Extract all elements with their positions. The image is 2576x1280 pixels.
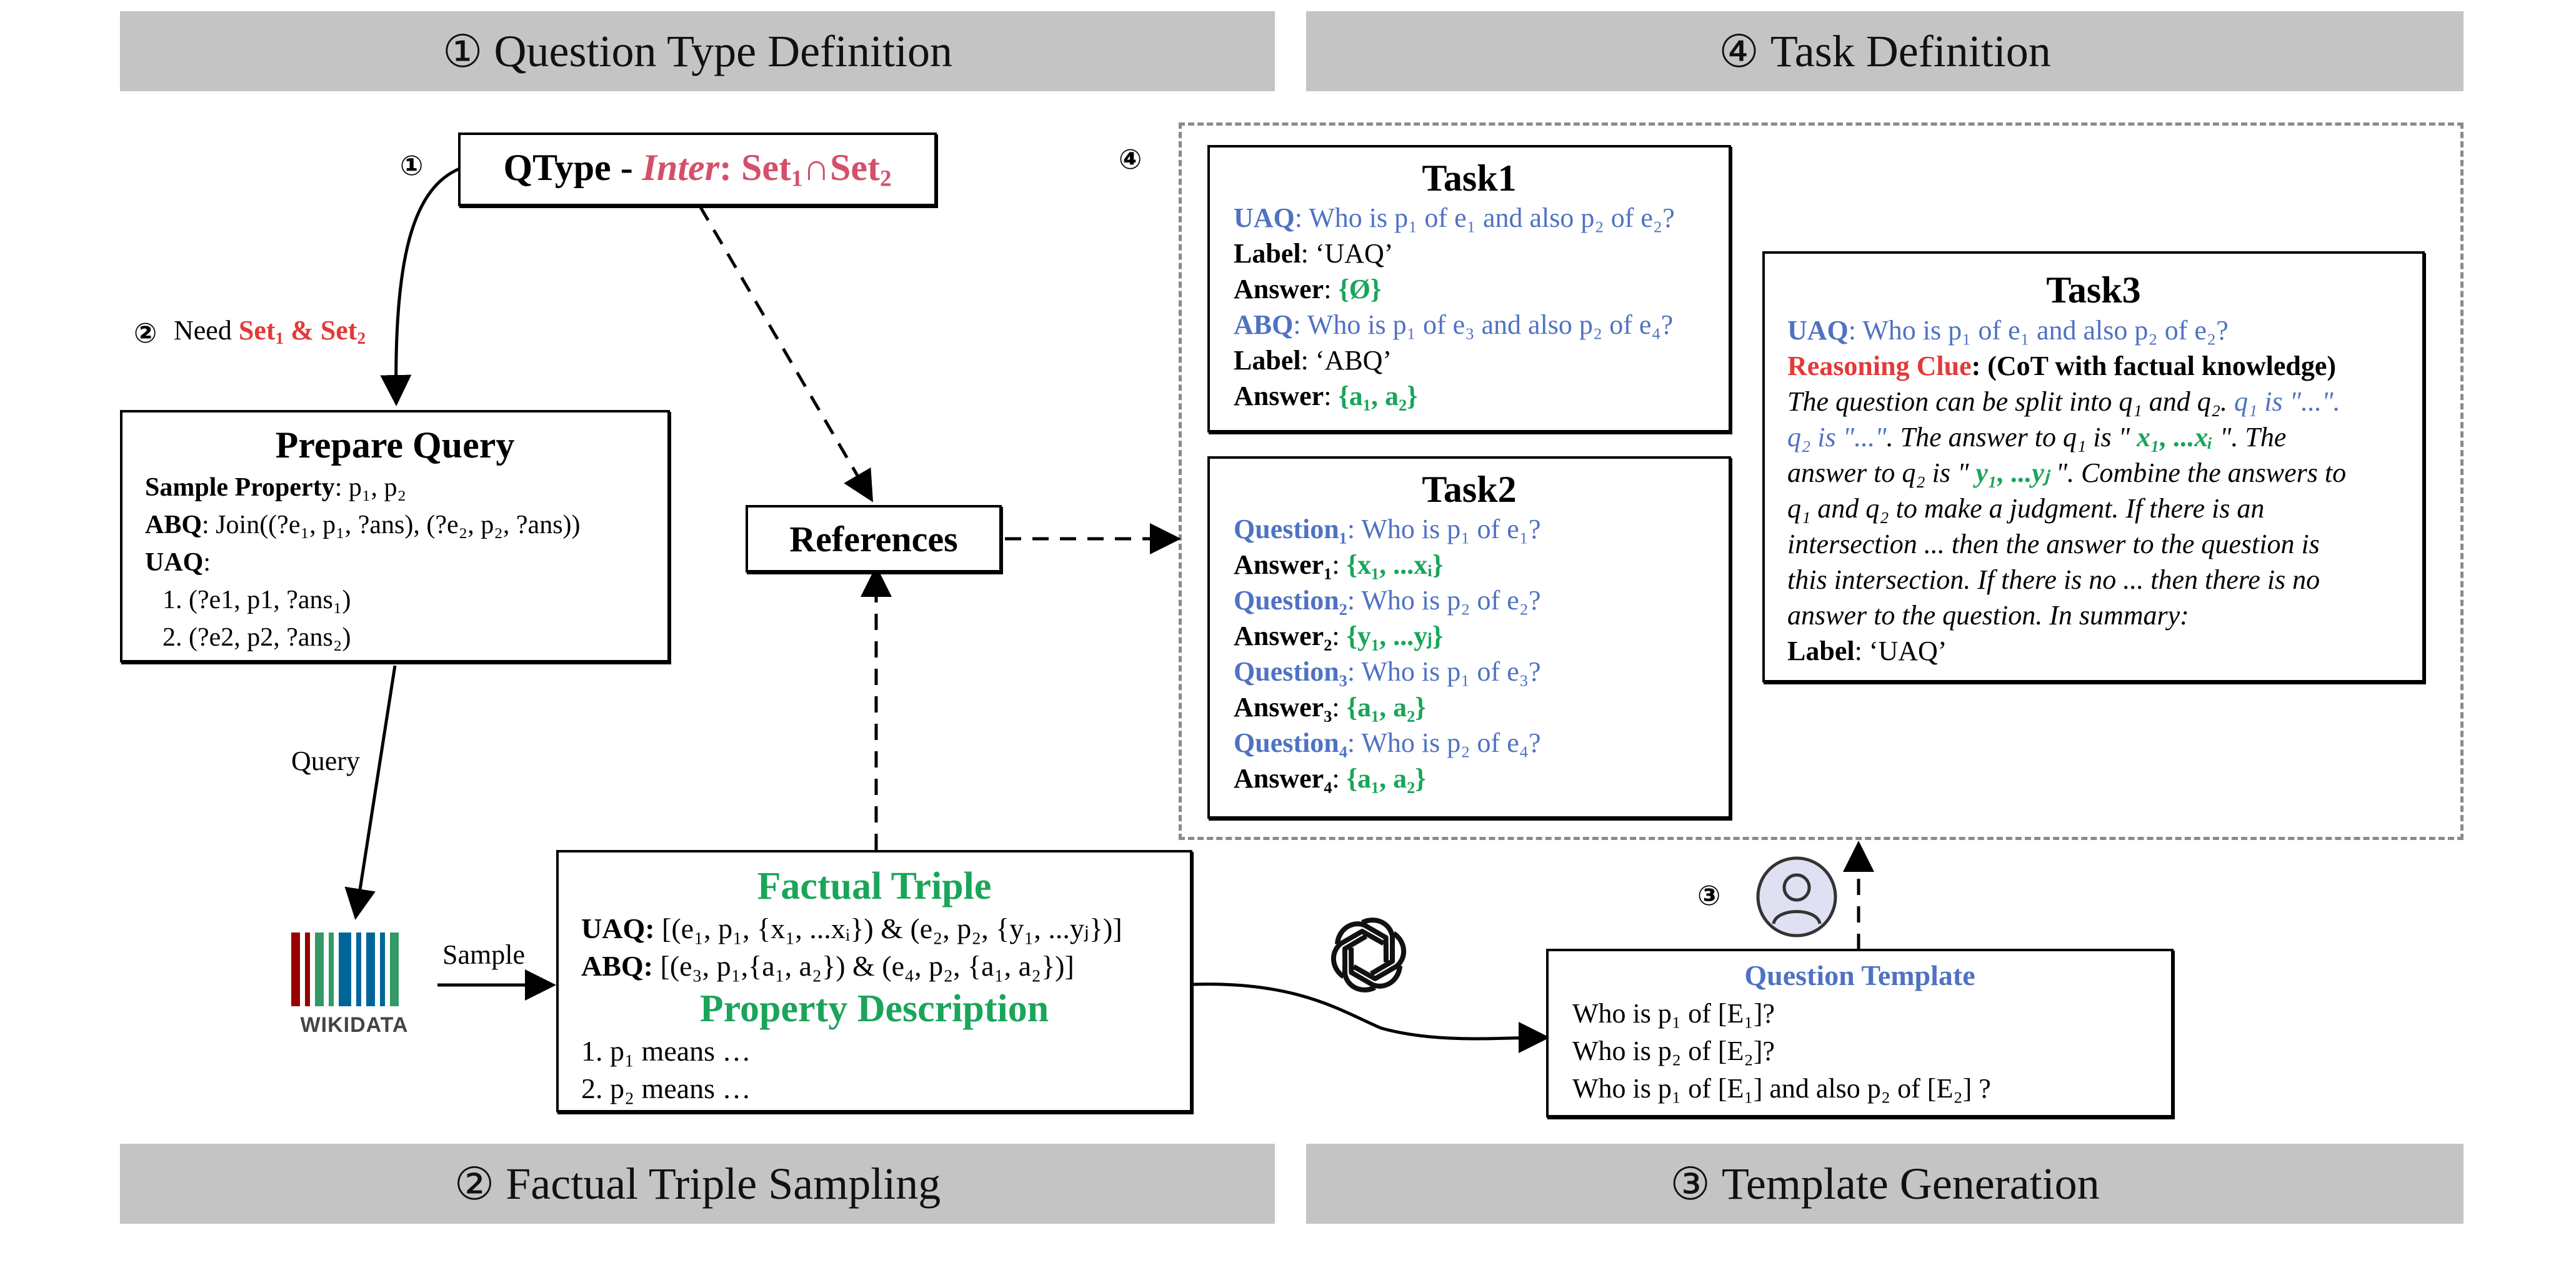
wikidata-bar	[315, 932, 324, 1006]
banner-label: Template Generation	[1721, 1158, 2100, 1209]
annotator-avatar-icon	[1756, 856, 1837, 938]
task3-uaq: UAQ: Who is p₁ of e₁ and also p₂ of e₂?	[1787, 315, 2229, 346]
wikidata-barcode-icon	[291, 932, 399, 1006]
sample-label: Sample	[442, 939, 525, 970]
step-3-badge: ③	[1670, 1159, 1710, 1209]
uaq-query-2: 2. (?e2, p2, ?ans₂)	[162, 623, 351, 652]
task1-abq: ABQ: Who is p₁ of e₃ and also p₂ of e₄?	[1234, 309, 1674, 340]
qtype-inter: Inter	[642, 147, 720, 189]
task2-row-4: Question₄: Who is p₂ of e₄? Answer₄: {a₁…	[1234, 728, 1541, 794]
arrow-qtype-to-prepare	[380, 167, 460, 406]
prepare-query-box: Prepare Query Sample Property: p₁, p₂ AB…	[120, 410, 670, 662]
qtype-prefix: QType -	[503, 147, 642, 189]
arrow-qtype-to-references	[698, 205, 874, 502]
marker-2: ②	[134, 318, 157, 349]
factual-triple-box: Factual Triple UAQ: [(e₁, p₁, {x₁, ...xᵢ…	[556, 850, 1192, 1112]
question-template-title: Question Template	[1744, 959, 1975, 991]
abq-query-line: ABQ: Join((?e₁, p₁, ?ans), (?e₂, p₂, ?an…	[145, 511, 581, 539]
factual-abq-line: ABQ: [(e₃, p₁,{a₁, a₂}) & (e₄, p₂, {a₁, …	[581, 950, 1074, 982]
template-line-3: Who is p₁ of [E₁] and also p₂ of [E₂] ?	[1572, 1073, 1991, 1104]
uaq-query-line: UAQ:	[145, 548, 211, 577]
task1-box: Task1 UAQ: Who is p₁ of e₁ and also p₂ o…	[1207, 145, 1731, 432]
factual-uaq-line: UAQ: [(e₁, p₁, {x₁, ...xᵢ}) & (e₂, p₂, {…	[581, 912, 1122, 944]
task2-row-2: Question₂: Who is p₂ of e₂? Answer₂: {y₁…	[1234, 585, 1541, 651]
task2-title: Task2	[1422, 469, 1517, 510]
qtype-colon: :	[719, 147, 742, 189]
task3-text-3: answer to q₂ is " y₁, ...yⱼ ". Combine t…	[1787, 458, 2347, 488]
banner-label: Question Type Definition	[494, 26, 953, 76]
task1-label-uaq: Label: ‘UAQ’	[1234, 238, 1394, 269]
banner-label: Task Definition	[1770, 26, 2051, 76]
property-1: 1. p₁ means …	[581, 1035, 751, 1067]
wikidata-bar	[305, 932, 310, 1006]
qtype-intersection: ∩	[802, 147, 830, 189]
qtype-box: QType - Inter: Set1∩Set2	[458, 132, 937, 206]
prepare-query-title: Prepare Query	[275, 424, 515, 466]
qtype-set1: Set	[741, 147, 792, 189]
references-label: References	[789, 518, 958, 559]
task2-row-1: Question₁: Who is p₁ of e₁? Answer₁: {x₁…	[1234, 514, 1541, 580]
template-line-2: Who is p₂ of [E₂]?	[1572, 1036, 1775, 1066]
banner-template-generation: ③ Template Generation	[1306, 1144, 2464, 1224]
wikidata-bar	[329, 932, 334, 1006]
need-sets-label: Need Set1 & Set2	[174, 315, 366, 348]
task3-text-2: q₂ is "...". The answer to q₁ is " x₁, .…	[1787, 422, 2287, 452]
property-description-title: Property Description	[699, 988, 1049, 1030]
task3-title: Task3	[2046, 269, 2141, 311]
sample-property-line: Sample Property: p₁, p₂	[145, 473, 407, 502]
task3-text-6: this intersection. If there is no ... th…	[1787, 564, 2320, 595]
task2-box: Task2 Question₁: Who is p₁ of e₁? Answer…	[1207, 456, 1731, 819]
task3-text-5: intersection ... then the answer to the …	[1787, 529, 2320, 559]
arrow-prepare-to-wikidata	[344, 665, 397, 920]
task3-text-4: q₁ and q₂ to make a judgment. If there i…	[1787, 493, 2265, 524]
question-template-box: Question Template Who is p₁ of [E₁]? Who…	[1546, 949, 2174, 1118]
step-1-badge: ①	[442, 26, 483, 77]
references-box: References	[746, 505, 1002, 572]
task3-label: Label: ‘UAQ’	[1787, 636, 1947, 666]
task1-title: Task1	[1422, 158, 1517, 199]
uaq-query-1: 1. (?e1, p1, ?ans₁)	[162, 586, 351, 614]
banner-task-definition: ④ Task Definition	[1306, 11, 2464, 91]
wikidata-bar	[339, 932, 351, 1006]
step-2-badge: ②	[454, 1159, 495, 1209]
wikidata-bar	[390, 932, 399, 1006]
wikidata-bar	[380, 932, 385, 1006]
step-4-badge: ④	[1719, 26, 1759, 77]
template-line-1: Who is p₁ of [E₁]?	[1572, 998, 1775, 1029]
task-region	[1179, 122, 2464, 840]
task3-reasoning-clue: Reasoning Clue: (CoT with factual knowle…	[1787, 351, 2337, 381]
task3-box: Task3 UAQ: Who is p₁ of e₁ and also p₂ o…	[1762, 251, 2425, 682]
marker-4: ④	[1119, 144, 1142, 176]
wikidata-logo: WIKIDATA	[287, 930, 421, 1037]
task1-answer-uaq: Answer: {Ø}	[1234, 274, 1382, 304]
query-label: Query	[291, 746, 360, 776]
property-2: 2. p₂ means …	[581, 1072, 751, 1104]
wikidata-bar	[291, 932, 300, 1006]
task3-text-7: answer to the question. In summary:	[1787, 600, 2189, 631]
task2-row-3: Question₃: Who is p₁ of e₃? Answer₃: {a₁…	[1234, 656, 1541, 722]
task3-text-1: The question can be split into q₁ and q₂…	[1787, 386, 2340, 417]
banner-label: Factual Triple Sampling	[506, 1158, 941, 1209]
qtype-set2: Set	[829, 147, 880, 189]
qtype-sub2: 2	[879, 166, 892, 192]
marker-3: ③	[1697, 880, 1721, 912]
task1-answer-abq: Answer: {a₁, a₂}	[1234, 381, 1418, 411]
wikidata-bar	[366, 932, 375, 1006]
task1-uaq: UAQ: Who is p₁ of e₁ and also p₂ of e₂?	[1234, 202, 1675, 233]
qtype-sub1: 1	[791, 166, 803, 192]
wikidata-wordmark: WIKIDATA	[300, 1013, 409, 1037]
banner-question-type-definition: ① Question Type Definition	[120, 11, 1275, 91]
task1-label-abq: Label: ‘ABQ’	[1234, 345, 1392, 376]
marker-1: ①	[400, 150, 424, 182]
openai-logo-icon	[1325, 911, 1412, 999]
factual-triple-title: Factual Triple	[757, 865, 992, 908]
wikidata-bar	[356, 932, 361, 1006]
banner-factual-triple-sampling: ② Factual Triple Sampling	[120, 1144, 1275, 1224]
